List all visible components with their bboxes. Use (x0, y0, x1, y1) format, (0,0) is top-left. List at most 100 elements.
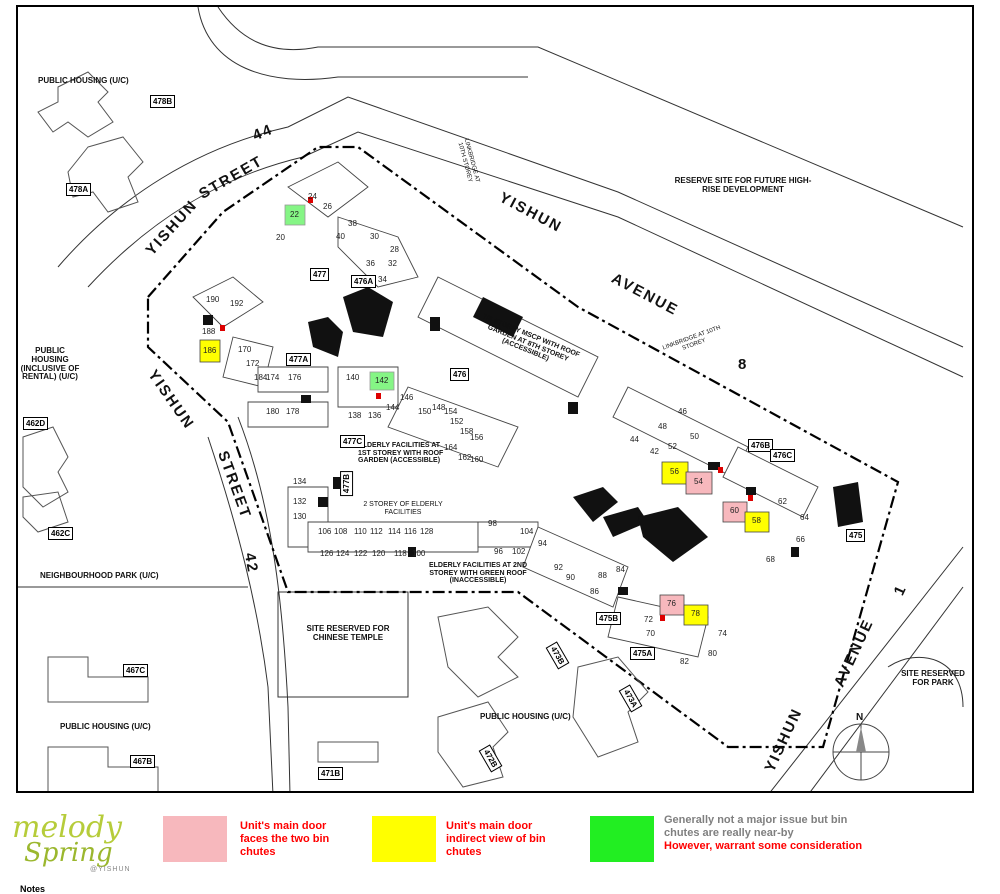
unit-number: 112 (370, 527, 383, 536)
melody-spring-logo: melody Spring @YISHUN (12, 800, 142, 880)
legend-swatch-pink (163, 816, 227, 862)
building-south-a (573, 487, 618, 522)
unit-number: 116 (404, 527, 417, 536)
block-label: 478B (150, 95, 176, 108)
bin-chute-4 (568, 402, 578, 414)
unit-186-marker (199, 339, 221, 363)
highlighted-unit-number: 186 (203, 346, 217, 355)
bin-chute-2 (318, 497, 328, 507)
unit-number: 30 (370, 232, 379, 241)
red-marker-186 (220, 325, 225, 331)
unit-number: 100 (412, 549, 426, 558)
unit-number: 140 (346, 373, 360, 382)
estate-wing-nw (287, 161, 369, 218)
highlighted-unit-number: 56 (670, 467, 679, 476)
block-label: 477C (340, 435, 366, 448)
legend-swatch-green (590, 816, 654, 862)
unit-number: 136 (368, 411, 382, 420)
unit-number: 128 (420, 527, 434, 536)
road-edge-north-inner (197, 7, 528, 80)
unit-number: 190 (206, 295, 220, 304)
block-label: 477A (286, 353, 312, 366)
housing-block-462c (22, 491, 69, 533)
notes-heading: Notes (20, 884, 46, 894)
building-mscp-top (473, 297, 523, 337)
housing-block-467b (47, 746, 159, 791)
building-mscp-core (343, 287, 393, 337)
unit-number: 170 (238, 345, 252, 354)
highlighted-unit-number: 142 (375, 376, 389, 385)
unit-number: 66 (796, 535, 805, 544)
annotation-elderly-2storey: 2 STOREY OF ELDERLY FACILITIES (363, 501, 443, 516)
unit-number: 126 (320, 549, 334, 558)
building-south-b (603, 507, 648, 537)
unit-number: 82 (680, 657, 689, 666)
unit-number: 114 (388, 527, 401, 536)
unit-number: 62 (778, 497, 787, 506)
road-edge-ave1-a (770, 546, 964, 791)
site-boundary (146, 145, 900, 749)
unit-number: 86 (590, 587, 599, 596)
block-label: 476A (351, 275, 377, 288)
housing-block-478a (67, 136, 144, 213)
housing-block-473b (437, 606, 519, 698)
unit-number: 146 (400, 393, 414, 402)
unit-number: 134 (293, 477, 307, 486)
unit-number: 46 (678, 407, 687, 416)
area-public-housing-w: PUBLIC HOUSING (INCLUSIVE OF RENTAL) (U/… (20, 346, 80, 382)
highlighted-unit-number: 60 (730, 506, 739, 515)
highlighted-unit-number: 58 (752, 516, 761, 525)
legend-text-green: Generally not a major issue but bin chut… (664, 814, 848, 839)
bin-chute-8 (791, 547, 799, 557)
unit-number: 80 (708, 649, 717, 658)
site-plan-drawing (18, 7, 964, 791)
road-edge-ave1-b (810, 586, 964, 791)
site-plan-map: YISHUN STREET 44 YISHUN AVENUE 8 YISHUN … (16, 5, 974, 793)
unit-number: 152 (450, 417, 464, 426)
road-label-yishun-street-42-c: 42 (240, 551, 262, 575)
unit-number: 92 (554, 563, 563, 572)
annotation-elderly-1st: ELDERLY FACILITIES AT 1ST STOREY WITH RO… (358, 442, 444, 465)
unit-number: 138 (348, 411, 362, 420)
unit-number: 36 (366, 259, 375, 268)
block-label: 475B (596, 612, 622, 625)
estate-wing-106 (307, 521, 479, 553)
unit-58-marker (744, 511, 770, 533)
unit-number: 84 (616, 565, 625, 574)
building-475 (833, 482, 863, 527)
estate-wing-146 (387, 386, 519, 468)
bin-chute-10 (301, 395, 311, 403)
unit-number: 148 (432, 403, 446, 412)
unit-number: 40 (336, 232, 345, 241)
legend-text-yellow: Unit's main door indirect view of bin ch… (446, 820, 546, 858)
unit-number: 154 (444, 407, 458, 416)
red-marker-142 (376, 393, 381, 399)
block-label: 476 (450, 368, 470, 381)
unit-number: 180 (266, 407, 280, 416)
unit-number: 52 (668, 442, 677, 451)
unit-number: 158 (460, 427, 474, 436)
unit-number: 88 (598, 571, 607, 580)
block-label: 471B (318, 767, 344, 780)
unit-number: 68 (766, 555, 775, 564)
road-label-yishun-avenue-8-c: 8 (738, 356, 749, 373)
unit-number: 74 (718, 629, 727, 638)
unit-number: 150 (418, 407, 432, 416)
north-label: N (856, 712, 864, 723)
building-south-c (638, 507, 708, 562)
unit-number: 178 (286, 407, 300, 416)
highlighted-unit-number: 54 (694, 477, 703, 486)
north-arrow (832, 723, 890, 781)
unit-22-marker (284, 204, 306, 226)
red-marker-76 (660, 615, 665, 621)
legend: Unit's main door faces the two bin chute… (0, 796, 1000, 892)
unit-142-marker (369, 371, 395, 391)
bin-chute-6 (746, 487, 756, 495)
bin-chute-11 (430, 317, 440, 331)
block-label: 476B (748, 439, 774, 452)
unit-54-marker (685, 471, 713, 495)
area-reserve-site: RESERVE SITE FOR FUTURE HIGH-RISE DEVELO… (674, 176, 812, 194)
bin-chute-5 (708, 462, 720, 470)
unit-number: 124 (336, 549, 350, 558)
unit-number: 64 (800, 513, 809, 522)
